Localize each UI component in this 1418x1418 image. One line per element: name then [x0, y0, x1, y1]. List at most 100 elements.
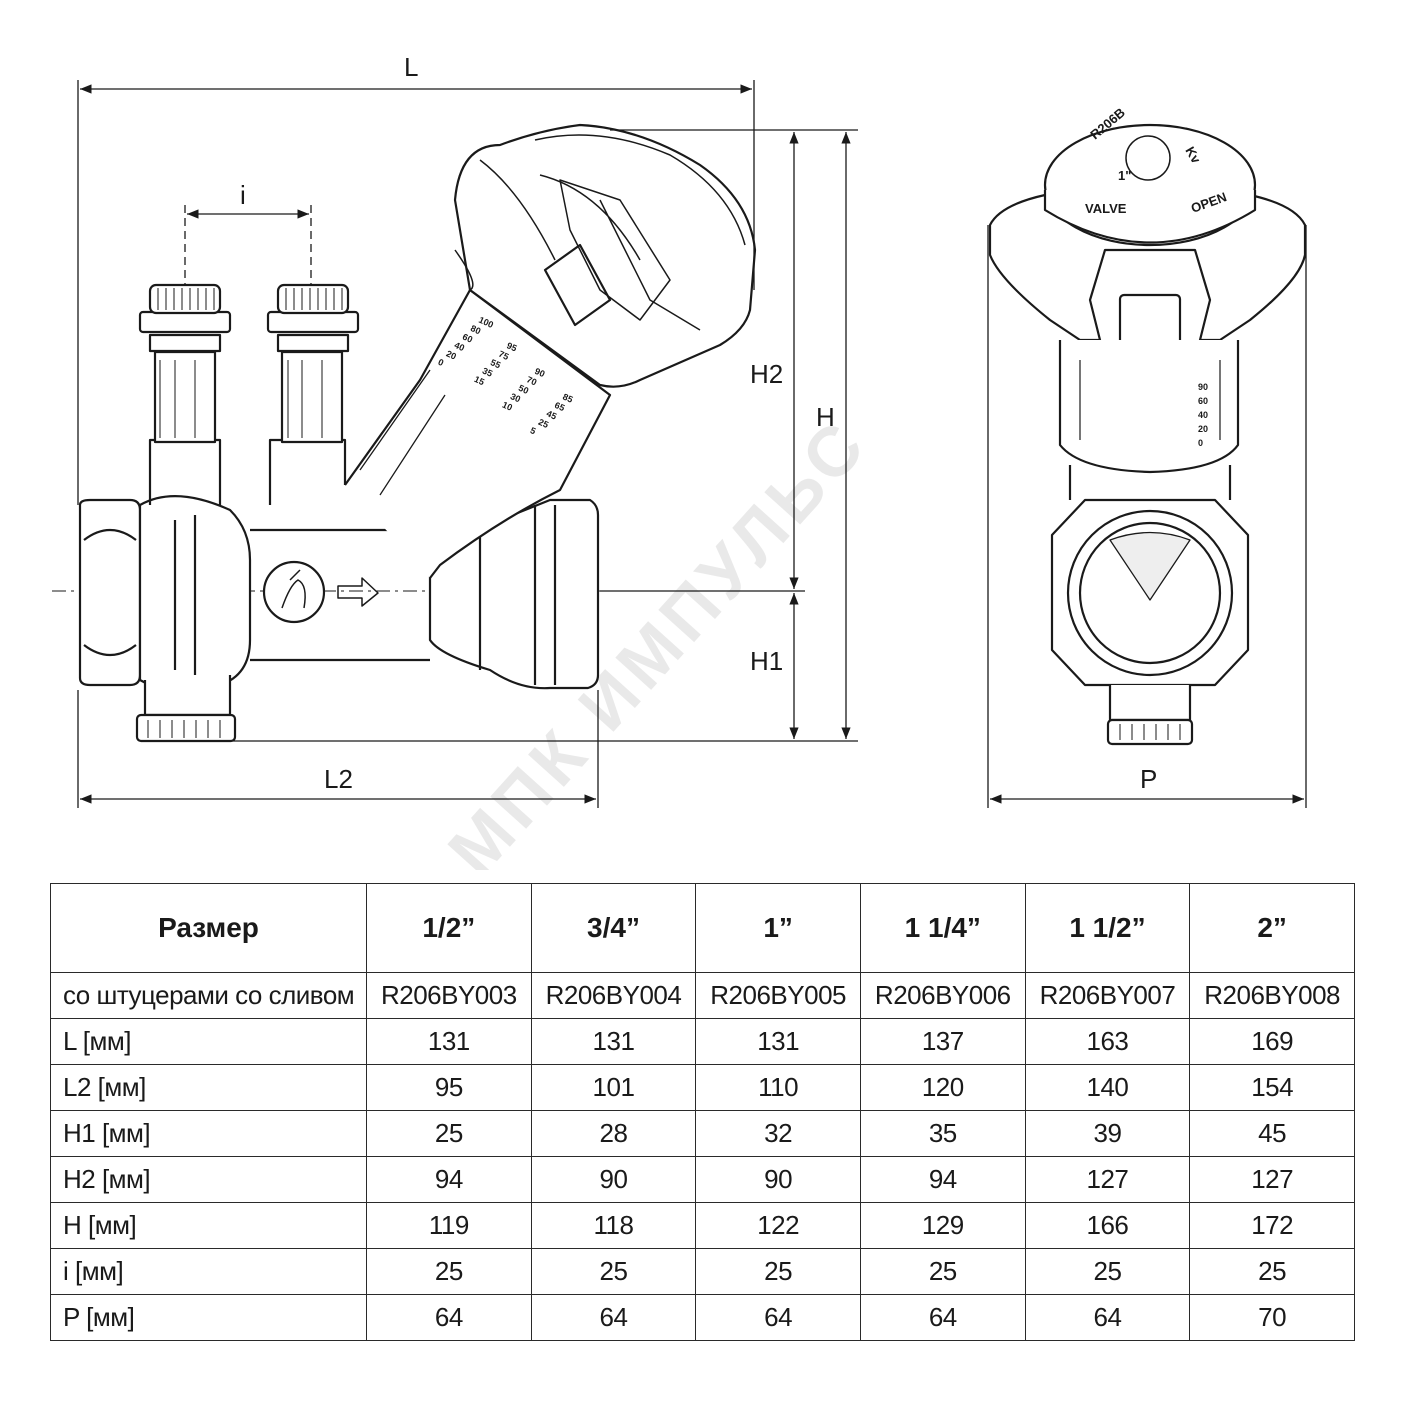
header-cell: 3/4” — [530, 883, 697, 973]
table-cell: 90 — [530, 1156, 697, 1203]
table-cell: 127 — [1189, 1156, 1355, 1203]
table-cell: 90 — [695, 1156, 861, 1203]
setting-scale: 100 80 60 40 20 0 95 75 55 35 15 90 70 5… — [437, 315, 575, 437]
valve-front-view — [988, 123, 1307, 746]
table-cell: R206BY004 — [530, 972, 697, 1019]
table-cell: 45 — [1189, 1110, 1355, 1157]
table-cell: 25 — [366, 1248, 532, 1295]
table-cell: 118 — [530, 1202, 697, 1249]
table-cell: 25 — [695, 1248, 861, 1295]
header-cell: 1” — [695, 883, 861, 973]
dimension-labels: L L2 i H2 H1 H P — [240, 52, 1157, 794]
table-cell: R206BY006 — [859, 972, 1026, 1019]
row-label: H1 [мм] — [50, 1110, 367, 1157]
table-cell: 95 — [366, 1064, 532, 1111]
row-label: H2 [мм] — [50, 1156, 367, 1203]
table-cell: 25 — [1024, 1248, 1191, 1295]
table-cell: 172 — [1189, 1202, 1355, 1249]
svg-text:20: 20 — [445, 348, 458, 361]
svg-text:15: 15 — [473, 374, 486, 387]
svg-text:75: 75 — [497, 349, 510, 362]
table-cell: 131 — [530, 1018, 697, 1065]
dim-P: P — [1140, 764, 1157, 794]
table-cell: 64 — [1024, 1294, 1191, 1341]
table-cell: 154 — [1189, 1064, 1355, 1111]
table-cell: 64 — [530, 1294, 697, 1341]
svg-text:70: 70 — [525, 374, 538, 387]
dim-L2: L2 — [324, 764, 353, 794]
table-cell: 70 — [1189, 1294, 1355, 1341]
svg-text:1": 1" — [1118, 168, 1131, 183]
dimension-lines — [77, 80, 1307, 808]
svg-text:60: 60 — [1198, 396, 1208, 406]
svg-text:VALVE: VALVE — [1085, 201, 1127, 216]
table-cell: 140 — [1024, 1064, 1191, 1111]
svg-text:40: 40 — [453, 340, 466, 353]
dim-i: i — [240, 180, 246, 210]
svg-text:95: 95 — [505, 340, 518, 353]
table-cell: 129 — [859, 1202, 1026, 1249]
svg-text:5: 5 — [529, 425, 538, 436]
dim-H2: H2 — [750, 359, 783, 389]
dimensions-table: Размер 1/2” 3/4” 1” 1 1/4” 1 1/2” 2” со … — [50, 883, 1355, 1341]
svg-text:25: 25 — [537, 417, 550, 430]
header-cell: 1 1/4” — [859, 883, 1026, 973]
dim-L: L — [404, 52, 418, 82]
svg-text:55: 55 — [489, 357, 502, 370]
row-label: H [мм] — [50, 1202, 367, 1249]
table-cell: 131 — [366, 1018, 532, 1065]
row-label: L2 [мм] — [50, 1064, 367, 1111]
dim-H: H — [816, 402, 835, 432]
table-cell: 131 — [695, 1018, 861, 1065]
table-cell: 110 — [695, 1064, 861, 1111]
table-cell: 137 — [859, 1018, 1026, 1065]
table-header-row: Размер 1/2” 3/4” 1” 1 1/4” 1 1/2” 2” — [50, 883, 1355, 973]
table-cell: R206BY005 — [695, 972, 861, 1019]
table-cell: R206BY007 — [1024, 972, 1191, 1019]
table-cell: 94 — [859, 1156, 1026, 1203]
table-cell: 25 — [1189, 1248, 1355, 1295]
table-cell: 166 — [1024, 1202, 1191, 1249]
table-cell: R206BY008 — [1189, 972, 1355, 1019]
table-cell: 39 — [1024, 1110, 1191, 1157]
header-cell: Размер — [50, 883, 367, 973]
table-cell: 122 — [695, 1202, 861, 1249]
row-label: со штуцерами со сливом — [50, 972, 367, 1019]
table-cell: 127 — [1024, 1156, 1191, 1203]
header-cell: 2” — [1189, 883, 1355, 973]
svg-text:85: 85 — [561, 392, 574, 405]
table-cell: 64 — [695, 1294, 861, 1341]
row-label: L [мм] — [50, 1018, 367, 1065]
svg-text:20: 20 — [1198, 424, 1208, 434]
svg-text:10: 10 — [501, 400, 514, 413]
table-cell: 25 — [530, 1248, 697, 1295]
header-cell: 1/2” — [366, 883, 532, 973]
svg-text:65: 65 — [553, 400, 566, 413]
table-cell: R206BY003 — [366, 972, 532, 1019]
svg-text:0: 0 — [437, 357, 446, 368]
table-cell: 64 — [366, 1294, 532, 1341]
table-cell: 25 — [859, 1248, 1026, 1295]
table-cell: 25 — [366, 1110, 532, 1157]
table-cell: 169 — [1189, 1018, 1355, 1065]
svg-text:60: 60 — [461, 332, 474, 345]
svg-text:50: 50 — [517, 383, 530, 396]
row-label: i [мм] — [50, 1248, 367, 1295]
svg-text:35: 35 — [481, 366, 494, 379]
table-cell: 28 — [530, 1110, 697, 1157]
header-cell: 1 1/2” — [1024, 883, 1191, 973]
table-cell: 120 — [859, 1064, 1026, 1111]
table-cell: 94 — [366, 1156, 532, 1203]
svg-text:30: 30 — [509, 391, 522, 404]
row-label: P [мм] — [50, 1294, 367, 1341]
valve-side-view — [52, 123, 757, 743]
table-cell: 35 — [859, 1110, 1026, 1157]
